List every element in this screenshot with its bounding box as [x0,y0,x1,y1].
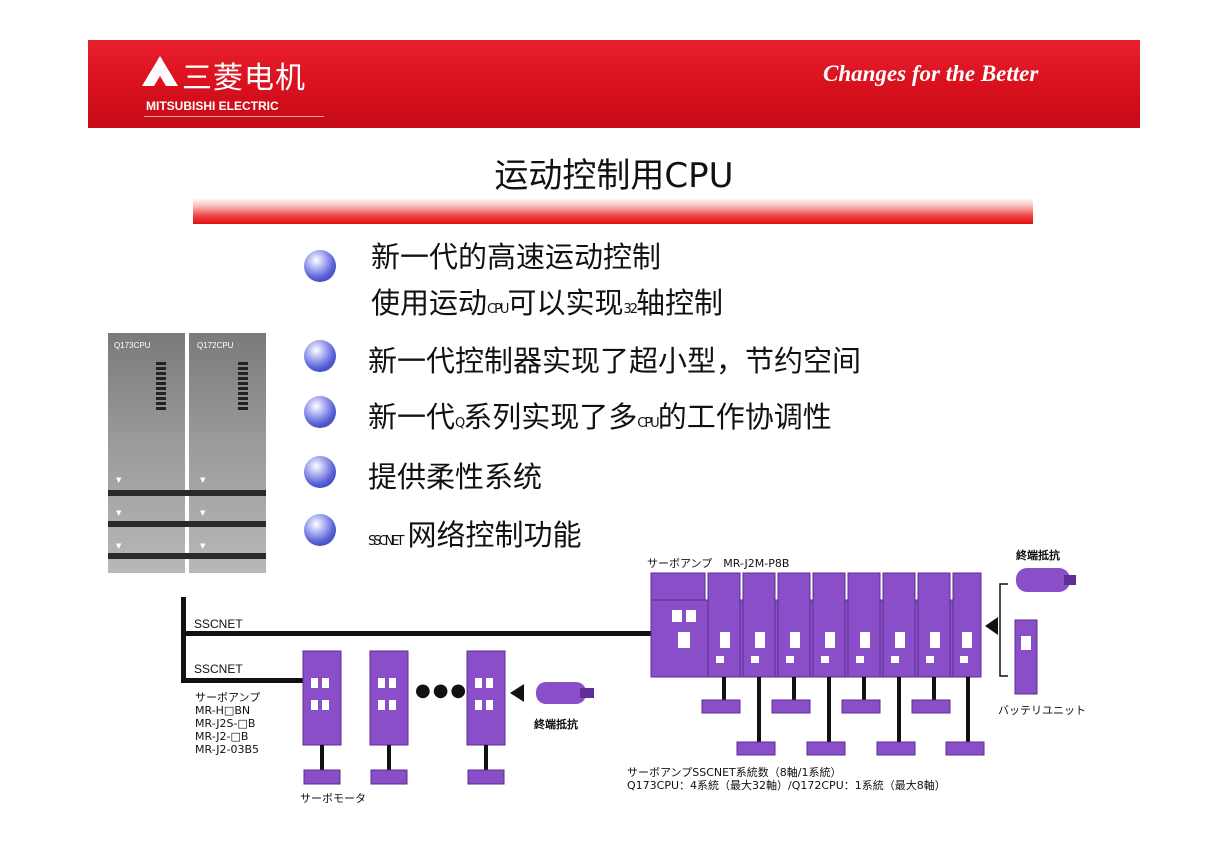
bullet-icon [304,456,336,488]
right-amp-label: サーボアンプ MR-J2M-P8B [647,557,790,570]
bullet-icon [304,340,336,372]
bullet-icon [304,514,336,546]
triangle-marker-icon: ▼ [116,542,122,550]
battery-unit-label: バッテリユニット [998,704,1086,717]
left-terminator-label: 終端抵抗 [534,718,578,731]
bullet-icon [304,250,336,282]
system-note-line-1: サーボアンプSSCNET系統数（8軸/1系統） [627,766,842,779]
left-amp-model: MR-H□BN [195,704,251,717]
bullet-3: 新一代Q系列实现了多CPU的工作协调性 [368,400,832,434]
triangle-marker-icon: ▼ [200,476,206,484]
bullet-4: 提供柔性系统 [368,460,543,494]
ellipsis-dots: ●●● [415,680,469,701]
bullet-1-line-1: 新一代的高速运动控制 [371,240,662,274]
sscnet-label-upper: SSCNET [194,617,243,631]
connector-stripe [108,490,266,496]
left-amp-model: MR-J2S-□B [195,717,256,730]
left-amp-model: MR-J2-03B5 [195,743,260,756]
slogan: Changes for the Better [823,61,1039,86]
bullet-2: 新一代控制器实现了超小型，节约空间 [368,344,862,378]
connector-stripe [108,553,266,559]
logo-chinese-text: 三菱电机 [182,61,306,96]
system-note-line-2: Q173CPU：4系統（最大32軸）/Q172CPU：1系統（最大8軸） [627,779,946,792]
left-amp-title: サーボアンプ [195,691,261,704]
cpu-module-q173 [108,333,185,573]
left-amp-model: MR-J2-□B [195,730,249,743]
right-terminator-label: 終端抵抗 [1016,549,1060,562]
cpu-label-q173: Q173CPU [114,341,151,350]
sscnet-label-lower: SSCNET [194,662,243,676]
cpu-label-q172: Q172CPU [197,341,234,350]
connector-stripe [108,521,266,527]
header-banner [88,40,1140,128]
bullet-icon [304,396,336,428]
triangle-marker-icon: ▼ [116,476,122,484]
mitsubishi-logo-icon [142,56,178,86]
triangle-marker-icon: ▼ [200,542,206,550]
servo-motor-label: サーボモータ [300,792,366,805]
title-gradient-bar [193,198,1033,224]
page-title: 运动控制用CPU [494,156,734,196]
logo-english-text: MITSUBISHI ELECTRIC [146,99,279,113]
triangle-marker-icon: ▼ [116,509,122,517]
triangle-marker-icon: ▼ [200,509,206,517]
cpu-module-q172 [189,333,266,573]
led-indicators [156,362,166,412]
logo-underline [144,116,324,117]
bullet-1-line-2: 使用运动CPU可以实现32轴控制 [371,286,724,320]
led-indicators [238,362,248,412]
